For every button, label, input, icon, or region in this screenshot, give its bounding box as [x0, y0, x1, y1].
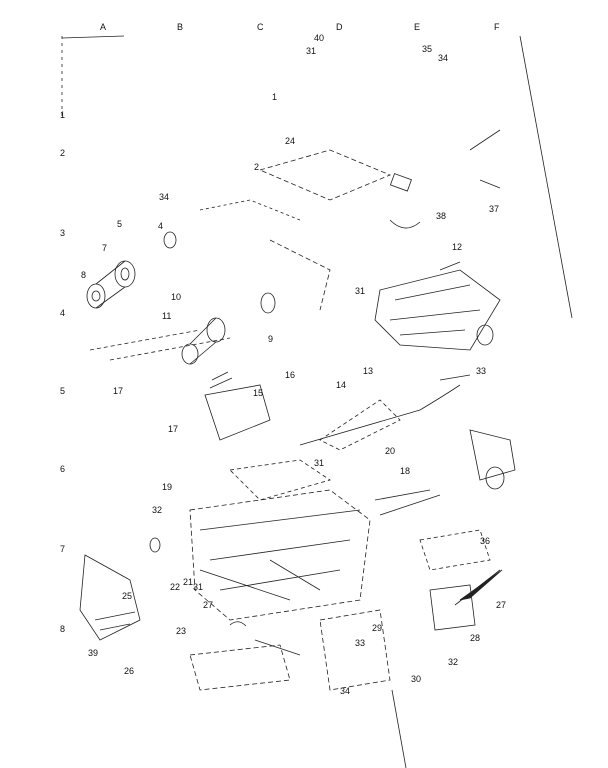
spring-bundle-shape — [459, 569, 503, 601]
row-label-1: 1 — [60, 110, 66, 120]
row-label-4: 4 — [60, 308, 66, 318]
callout: 30 — [411, 674, 422, 684]
callout: 40 — [314, 33, 325, 43]
callout: 17 — [113, 386, 124, 396]
callout: 1 — [272, 92, 278, 102]
callout: 18 — [400, 466, 411, 476]
middle-frame-assembly — [204, 371, 516, 516]
row-label-3: 3 — [60, 228, 66, 238]
callout: 27 — [496, 600, 507, 610]
callout: 11 — [162, 311, 172, 321]
callout: 16 — [285, 370, 296, 380]
roller-assembly-left — [86, 231, 276, 365]
callout: 37 — [489, 204, 500, 214]
callout: 33 — [355, 638, 366, 648]
callout: 5 — [117, 219, 123, 229]
column-label-b: B — [177, 22, 184, 32]
row-label-8: 8 — [60, 624, 66, 634]
callout: 34 — [159, 192, 170, 202]
callout: 36 — [480, 536, 491, 546]
callout: 15 — [253, 388, 264, 398]
callout: 19 — [162, 482, 173, 492]
callout: 4 — [158, 221, 164, 231]
callout: 38 — [436, 211, 447, 221]
column-label-a: A — [100, 22, 107, 32]
callout: 13 — [363, 366, 374, 376]
bottom-edge-line — [391, 689, 407, 768]
callout: 34 — [340, 686, 351, 696]
callout: 23 — [176, 626, 187, 636]
callout: 22 — [170, 582, 181, 592]
callout: 28 — [470, 633, 481, 643]
column-label-c: C — [257, 22, 264, 32]
callout: 29 — [372, 623, 383, 633]
callout: 12 — [452, 242, 463, 252]
column-label-f: F — [494, 22, 500, 32]
callout: 34 — [438, 53, 449, 63]
right-mechanism-assembly — [374, 261, 501, 411]
callout: 32 — [448, 657, 459, 667]
row-label-7: 7 — [60, 544, 66, 554]
callout: 14 — [336, 380, 347, 390]
lower-frame-assembly — [79, 489, 501, 691]
callout: 10 — [171, 292, 182, 302]
callout: 27 — [203, 600, 214, 610]
column-label-e: E — [414, 22, 421, 32]
callout: 8 — [81, 270, 87, 280]
column-label-d: D — [336, 22, 343, 32]
callout: 31 — [355, 286, 366, 296]
top-border-line — [61, 35, 125, 39]
upper-frame-assembly — [199, 129, 501, 311]
callout: 21 — [183, 577, 194, 587]
right-edge-line — [519, 35, 573, 319]
callout: 7 — [102, 243, 108, 253]
callout: 31 — [193, 582, 204, 592]
callout: 33 — [476, 366, 487, 376]
callout: 2 — [254, 162, 260, 172]
callout: 31 — [306, 46, 317, 56]
callout: 24 — [285, 136, 296, 146]
callout: 25 — [122, 591, 133, 601]
callout: 32 — [152, 505, 163, 515]
row-label-6: 6 — [60, 464, 66, 474]
callout: 26 — [124, 666, 135, 676]
callout: 31 — [314, 458, 325, 468]
callout: 20 — [385, 446, 396, 456]
callout: 35 — [422, 44, 433, 54]
callout: 9 — [268, 334, 274, 344]
row-label-5: 5 — [60, 386, 66, 396]
callout: 17 — [168, 424, 179, 434]
callout: 39 — [88, 648, 99, 658]
row-label-2: 2 — [60, 148, 66, 158]
